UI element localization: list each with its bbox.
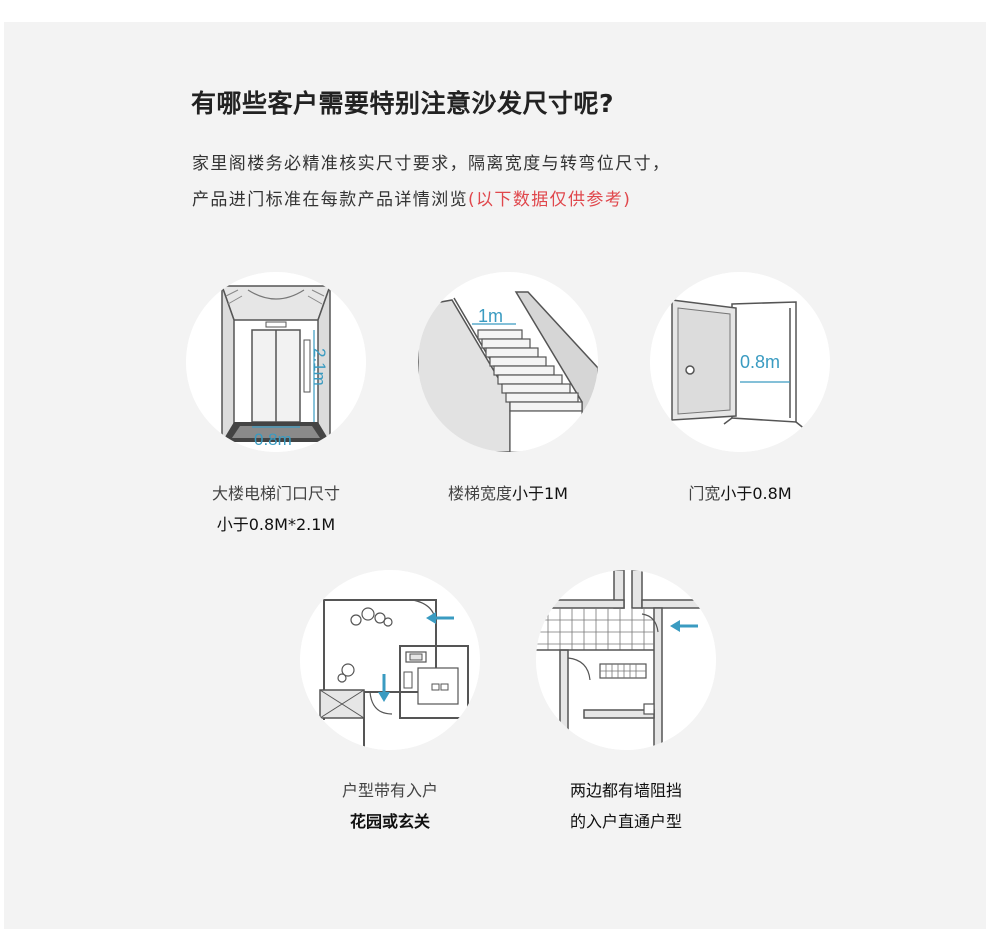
- direct-entry-floorplan-illustration: [536, 570, 716, 750]
- stairs-illustration: 1m: [418, 272, 598, 452]
- door-caption-line: 门宽小于0.8M: [630, 478, 850, 509]
- stairs-caption: 楼梯宽度小于1M: [398, 478, 618, 509]
- intro-line-1: 家里阁楼务必精准核实尺寸要求，隔离宽度与转弯位尺寸，: [192, 154, 671, 174]
- elevator-illustration: 0.8m 2.1m: [186, 272, 366, 452]
- door-icon: 0.8m: [650, 272, 830, 452]
- garden-floorplan-illustration: [300, 570, 480, 750]
- intro-line-2-text: 产品进门标准在每款产品详情浏览: [192, 190, 468, 210]
- stairs-width-label: 1m: [478, 306, 503, 326]
- door-caption-value: 小于0.8M: [720, 484, 792, 503]
- direct-entry-caption: 两边都有墙阻挡 的入户直通户型: [516, 775, 736, 837]
- intro-line-2: 产品进门标准在每款产品详情浏览(以下数据仅供参考): [192, 185, 631, 210]
- floorplan-direct-entry-icon: [536, 570, 716, 750]
- elevator-height-label: 2.1m: [310, 348, 329, 386]
- intro-note: (以下数据仅供参考): [468, 190, 632, 210]
- door-width-label: 0.8m: [740, 352, 780, 372]
- elevator-caption-line-2: 小于0.8M*2.1M: [216, 515, 336, 534]
- garden-caption-line-2: 花园或玄关: [349, 812, 430, 831]
- elevator-caption: 大楼电梯门口尺寸 小于0.8M*2.1M: [166, 478, 386, 540]
- content-panel: [4, 22, 986, 929]
- door-caption: 门宽小于0.8M: [630, 478, 850, 509]
- stairs-caption-line: 楼梯宽度小于1M: [398, 478, 618, 509]
- stairs-caption-text: 楼梯宽度: [447, 484, 512, 503]
- garden-caption-line-1: 户型带有入户: [341, 781, 438, 800]
- door-illustration: 0.8m: [650, 272, 830, 452]
- elevator-width-label: 0.8m: [254, 430, 292, 449]
- stairs-caption-value: 小于1M: [512, 484, 568, 503]
- direct-entry-caption-line-2: 的入户直通户型: [569, 812, 682, 831]
- elevator-icon: 0.8m 2.1m: [186, 272, 366, 452]
- elevator-caption-line-1: 大楼电梯门口尺寸: [211, 484, 340, 503]
- floorplan-garden-icon: [300, 570, 480, 750]
- page-title: 有哪些客户需要特别注意沙发尺寸呢?: [191, 89, 615, 118]
- direct-entry-caption-line-1: 两边都有墙阻挡: [569, 781, 682, 800]
- door-caption-text: 门宽: [688, 484, 721, 503]
- stairs-icon: 1m: [418, 272, 598, 452]
- garden-caption: 户型带有入户 花园或玄关: [280, 775, 500, 837]
